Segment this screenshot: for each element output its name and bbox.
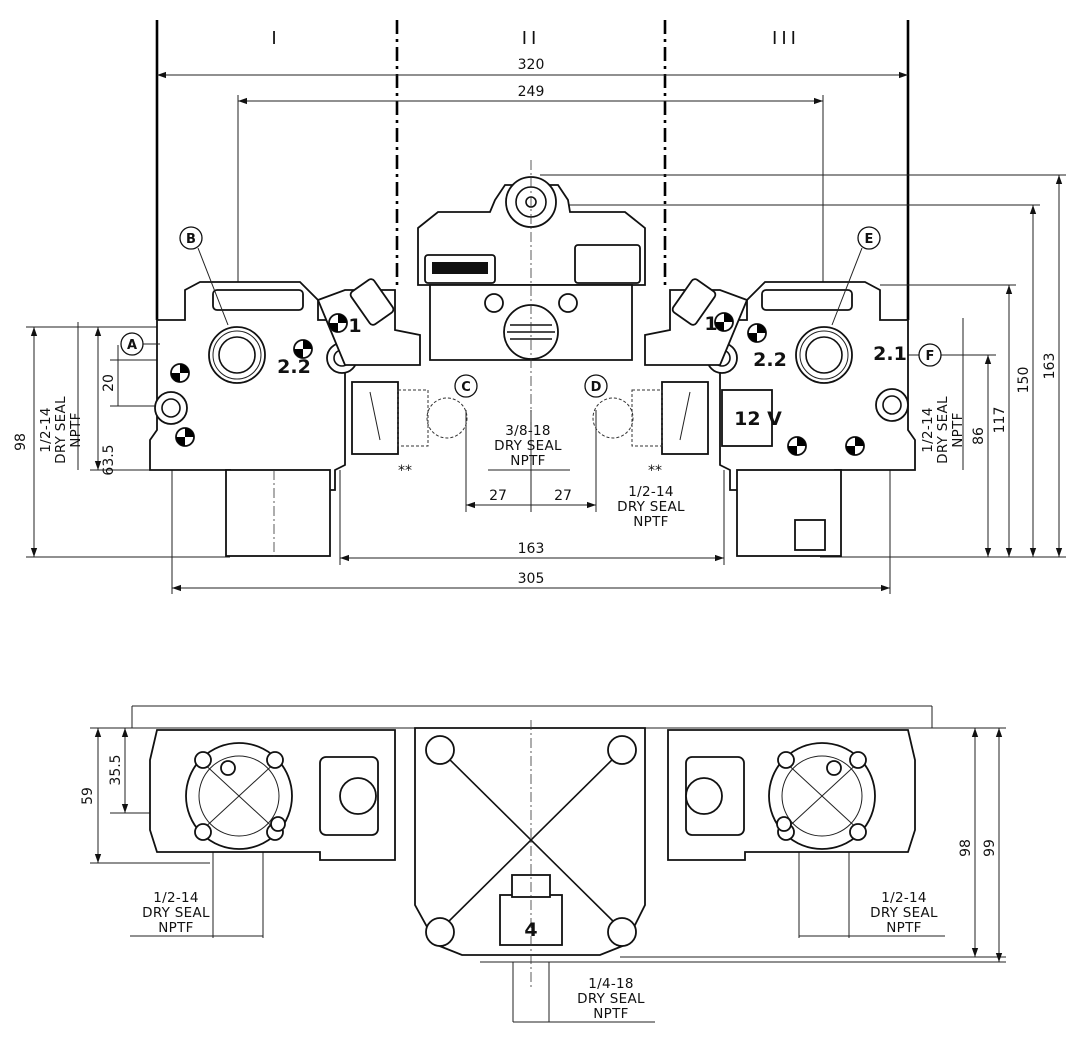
section-dividers [155, 20, 910, 320]
svg-text:NPTF: NPTF [593, 1006, 628, 1022]
thread-note-bottom-left: 1/2-14 DRY SEAL NPTF [130, 890, 263, 937]
svg-text:1/2-14: 1/2-14 [38, 407, 54, 453]
thread-note-bottom-center: 1/4-18 DRY SEAL NPTF [513, 976, 655, 1023]
dim-99: 99 [982, 839, 998, 857]
mark-right: ** [648, 463, 662, 479]
svg-text:1/2-14: 1/2-14 [881, 890, 927, 906]
dim-98-bottom: 98 [958, 839, 974, 857]
port-1-right: 1 [704, 313, 717, 335]
thread-note-bottom-right: 1/2-14 DRY SEAL NPTF [799, 890, 945, 937]
port-1-left: 1 [348, 315, 361, 337]
dim-249: 249 [518, 84, 545, 100]
svg-text:NPTF: NPTF [510, 453, 545, 469]
port-e: E [865, 232, 874, 247]
dim-27-left: 27 [489, 488, 507, 504]
top-dimension-labels: 320 249 163 305 27 27 98 20 63.5 86 117 … [13, 57, 1058, 587]
section-label-2: II [522, 28, 541, 49]
dim-163-bottom: 163 [518, 541, 545, 557]
svg-text:1/4-18: 1/4-18 [588, 976, 634, 992]
dim-163-right: 163 [1042, 353, 1058, 380]
svg-text:NPTF: NPTF [68, 412, 84, 447]
port-d: D [591, 380, 602, 395]
bottom-view-body [149, 720, 916, 990]
svg-text:DRY SEAL: DRY SEAL [617, 499, 685, 515]
mark-left: ** [398, 463, 412, 479]
dim-320: 320 [518, 57, 545, 73]
bottom-view-lines [90, 705, 1006, 1022]
svg-text:NPTF: NPTF [886, 920, 921, 936]
dim-63-5: 63.5 [101, 444, 117, 475]
svg-text:1/2-14: 1/2-14 [153, 890, 199, 906]
svg-text:1/2-14: 1/2-14 [920, 407, 936, 453]
svg-text:3/8-18: 3/8-18 [505, 423, 551, 439]
port-2-2-right: 2.2 [753, 349, 787, 371]
svg-text:DRY SEAL: DRY SEAL [935, 396, 951, 464]
dim-98-top: 98 [13, 433, 29, 451]
port-2-2-left: 2.2 [277, 356, 311, 378]
top-dimension-lines [26, 71, 1066, 594]
port-4: 4 [524, 919, 537, 941]
balance-symbols [170, 312, 865, 456]
section-label-3: III [772, 28, 800, 49]
dim-20: 20 [101, 374, 117, 392]
thread-note-center-right: 1/2-14 DRY SEAL NPTF [617, 484, 685, 530]
svg-text:DRY SEAL: DRY SEAL [870, 905, 938, 921]
svg-text:1/2-14: 1/2-14 [628, 484, 674, 500]
dim-305: 305 [518, 571, 545, 587]
svg-text:NPTF: NPTF [633, 514, 668, 530]
voltage-label: 12 V [734, 408, 782, 430]
thread-note-center-top: 3/8-18 DRY SEAL NPTF [488, 423, 570, 471]
port-c: C [461, 380, 471, 395]
bottom-dimension-labels: 59 35.5 98 99 4 [80, 754, 998, 941]
port-b: B [186, 232, 196, 247]
svg-text:NPTF: NPTF [158, 920, 193, 936]
svg-text:DRY SEAL: DRY SEAL [494, 438, 562, 454]
svg-text:DRY SEAL: DRY SEAL [577, 991, 645, 1007]
port-2-1: 2.1 [873, 343, 907, 365]
section-labels: I II III [271, 28, 800, 49]
dim-150: 150 [1016, 367, 1032, 394]
dim-86: 86 [971, 427, 987, 445]
port-a: A [127, 338, 137, 353]
port-f: F [926, 349, 935, 364]
dim-59: 59 [80, 787, 96, 805]
thread-note-right-top: 1/2-14 DRY SEAL NPTF [920, 396, 966, 464]
section-label-1: I [271, 28, 280, 49]
port-numbers: 1 1 2.2 2.2 2.1 12 V ** ** [277, 313, 907, 479]
port-labels: B A C D E F [120, 226, 942, 398]
svg-text:NPTF: NPTF [950, 412, 966, 447]
dim-27-right: 27 [554, 488, 572, 504]
svg-text:DRY SEAL: DRY SEAL [142, 905, 210, 921]
dim-117: 117 [992, 407, 1008, 434]
top-view-body [149, 160, 916, 560]
svg-text:DRY SEAL: DRY SEAL [53, 396, 69, 464]
dim-35-5: 35.5 [108, 754, 124, 785]
thread-note-left-top: 1/2-14 DRY SEAL NPTF [38, 396, 84, 464]
